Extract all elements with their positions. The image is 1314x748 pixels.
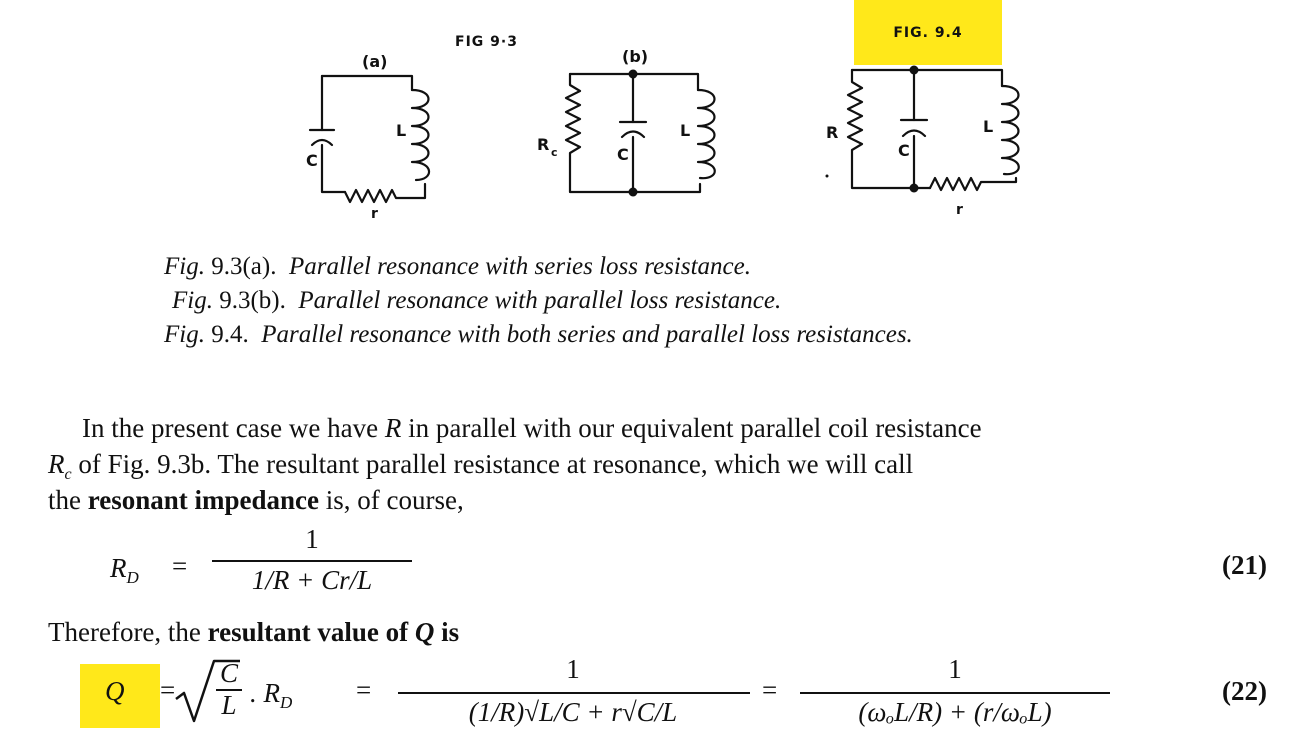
sqrt-sign: [175, 659, 240, 723]
circuit-a-capacitor-label: C: [306, 151, 318, 170]
eq22-equals-3: =: [762, 675, 778, 705]
term-resonant-impedance: resonant impedance: [87, 485, 320, 515]
caption-number: 9.4.: [211, 321, 249, 348]
caption-text: Parallel resonance with parallel loss re…: [298, 287, 782, 314]
caption-number: 9.3(b).: [219, 287, 286, 314]
caption-fig-9-3b: Fig. 9.3(b). Parallel resonance with par…: [172, 287, 781, 315]
eq22-equals: =: [160, 675, 176, 705]
circuit-a: [308, 74, 431, 204]
eq22-fraction-bar-1: [398, 692, 750, 694]
text: of Fig. 9.3b. The resultant parallel res…: [71, 449, 914, 479]
paragraph-line-3: the resonant impedance is, of course,: [48, 485, 464, 516]
circuit-diagrams: (a) C L r (b) R c C L R C L r: [306, 47, 1020, 222]
caption-text: Parallel resonance with series loss resi…: [288, 253, 751, 280]
caption-text: Parallel resonance with both series and …: [261, 321, 913, 348]
eq22-num-1: 1: [566, 654, 580, 684]
eq22-fraction-bar-2: [800, 692, 1110, 694]
circuit-b: [564, 72, 716, 194]
caption-ref: Fig.: [164, 321, 205, 348]
eq22-den-1: (1/R)√L/C + r√C/L: [468, 697, 678, 727]
eq21-lhs: RD: [110, 553, 139, 588]
circuit-c-inductor-label: L: [983, 117, 993, 136]
eq22-num-2: 1: [948, 654, 962, 684]
text: in parallel with our equivalent parallel…: [401, 413, 982, 443]
circuit-b-capacitor-label: C: [617, 145, 629, 164]
symbol: . R: [250, 678, 280, 708]
eq21-denominator: 1/R + Cr/L: [251, 565, 373, 595]
circuit-c-series-resistor-label: r: [956, 202, 963, 218]
eq22-equals-2: =: [356, 675, 372, 705]
circuit-a-resistor-label: r: [371, 206, 378, 222]
text: is: [434, 617, 460, 647]
text: is, of course,: [319, 485, 464, 515]
eq22-rd: . RD: [250, 678, 292, 713]
circuit-b-inductor-label: L: [680, 121, 690, 140]
symbol-q: Q: [414, 617, 435, 647]
eq22-den-2: (ωₒL/R) + (r/ωₒL): [858, 697, 1052, 727]
circuit-b-resistor-sub: c: [551, 146, 558, 159]
sqrt-numerator: C: [219, 658, 238, 688]
circuit-a-panel-label: (a): [362, 52, 387, 71]
caption-number: 9.3(a).: [211, 253, 277, 280]
caption-fig-9-4: Fig. 9.4. Parallel resonance with both s…: [164, 321, 913, 349]
therefore-line: Therefore, the resultant value of Q is: [48, 617, 459, 648]
eq21-fraction-bar: [212, 560, 412, 562]
eq22-q: Q: [105, 676, 125, 706]
sqrt-denominator: L: [221, 690, 237, 720]
circuit-c-resistor-label: R: [826, 123, 838, 142]
q-highlight: [80, 664, 160, 728]
eq21-numerator: 1: [305, 524, 319, 554]
circuit-c-capacitor-label: C: [898, 141, 910, 160]
text: the: [48, 485, 88, 515]
subscript: c: [64, 466, 72, 483]
fig-9-4-label: FIG. 9.4: [854, 0, 1002, 65]
caption-fig-9-3a: Fig. 9.3(a). Parallel resonance with ser…: [164, 253, 751, 281]
paragraph-line-1: In the present case we have R in paralle…: [82, 413, 982, 444]
text: In the present case we have: [82, 413, 385, 443]
eq21-number: (21): [1222, 550, 1267, 580]
symbol: R: [110, 553, 127, 583]
circuit-a-inductor-label: L: [396, 121, 406, 140]
caption-ref: Fig.: [164, 253, 205, 280]
symbol-r: R: [384, 413, 402, 443]
subscript: D: [280, 693, 293, 712]
paragraph-line-2: Rc of Fig. 9.3b. The resultant parallel …: [48, 449, 913, 484]
eq21-equals: =: [172, 551, 188, 581]
circuit-b-resistor-label: R: [537, 135, 549, 154]
fig-9-3-label: FIG 9·3: [455, 34, 518, 50]
circuit-b-panel-label: (b): [622, 47, 648, 66]
term-resultant-value: resultant value of: [207, 617, 415, 647]
caption-ref: Fig.: [172, 287, 213, 314]
circuit-c: [846, 68, 1020, 192]
subscript: D: [126, 568, 139, 587]
sqrt-fraction-bar: [216, 689, 242, 691]
eq22-number: (22): [1222, 676, 1267, 706]
symbol-r: R: [48, 449, 65, 479]
text: Therefore, the: [48, 617, 208, 647]
